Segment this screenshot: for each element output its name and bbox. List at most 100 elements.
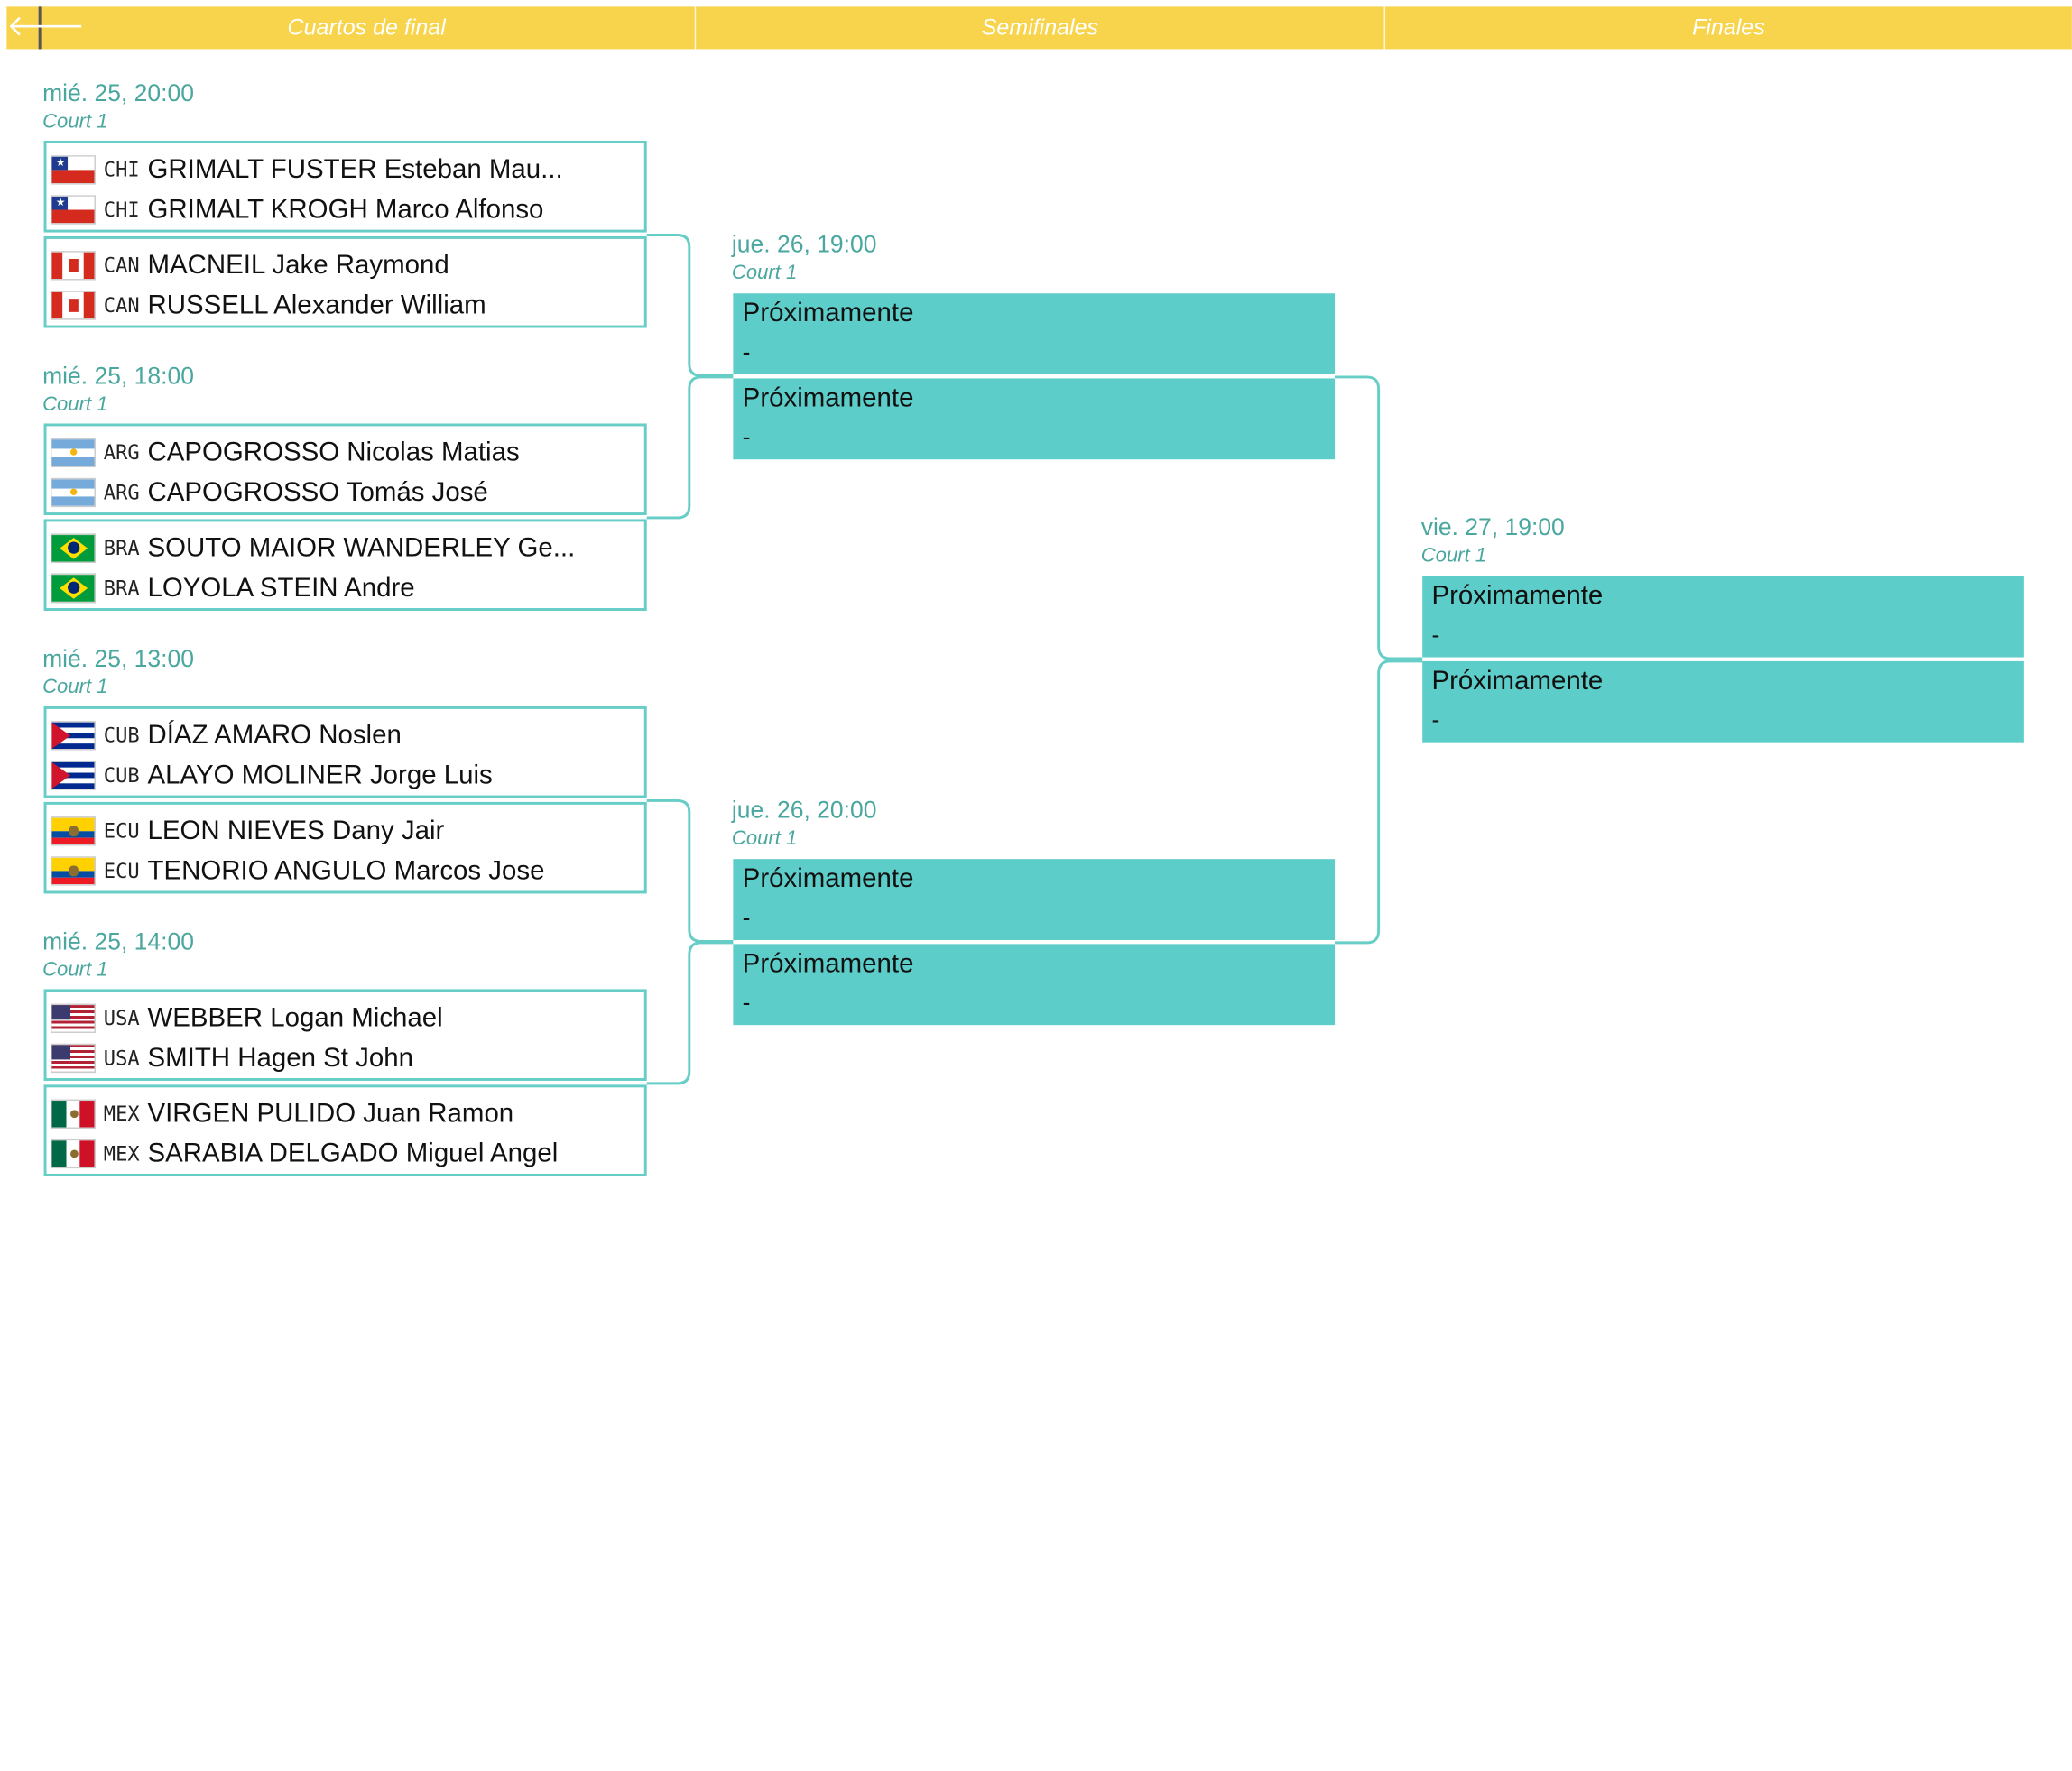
match-date: mié. 25, 14:00 [42, 927, 194, 955]
pending-slot[interactable]: Próximamente - [1422, 576, 2024, 658]
player-row: ARG CAPOGROSSO Nicolas Matias [50, 433, 642, 473]
round-header-bar: 🡐 Cuartos de final Semifinales Finales [6, 6, 2072, 50]
player-name: VIRGEN PULIDO Juan Ramon [147, 1098, 514, 1129]
player-name: DÍAZ AMARO Noslen [147, 720, 402, 750]
pending-slot[interactable]: Próximamente - [733, 944, 1336, 1026]
player-name: ALAYO MOLINER Jorge Luis [147, 760, 493, 789]
round-title-semifinals: Semifinales [981, 14, 1099, 41]
header-divider [1383, 6, 1385, 50]
pending-slot[interactable]: Próximamente - [733, 293, 1336, 375]
match-date: mié. 25, 20:00 [42, 79, 194, 106]
player-row: CAN RUSSELL Alexander William [50, 285, 642, 325]
country-code: MEX [103, 1102, 140, 1127]
match-court: Court 1 [42, 392, 108, 416]
match-court: Court 1 [42, 110, 108, 134]
country-code: BRA [103, 576, 140, 601]
player-name: TENORIO ANGULO Marcos Jose [147, 855, 545, 885]
country-code: ECU [103, 819, 140, 844]
match-court: Court 1 [42, 958, 108, 982]
flag-chile-icon: ★ [50, 155, 96, 185]
country-code: CUB [103, 763, 140, 788]
pending-slot[interactable]: Próximamente - [733, 378, 1336, 460]
team-card[interactable]: MEX VIRGEN PULIDO Juan Ramon MEX SARABIA… [43, 1084, 647, 1176]
team-card[interactable]: ECU LEON NIEVES Dany Jair ECU TENORIO AN… [43, 801, 647, 894]
pending-slot[interactable]: Próximamente - [733, 859, 1336, 940]
pending-slot[interactable]: Próximamente - [1422, 660, 2024, 743]
pending-title: Próximamente [742, 949, 914, 979]
connector-qf3-sf2 [646, 798, 734, 943]
flag-chile-icon: ★ [50, 195, 96, 225]
pending-title: Próximamente [742, 864, 914, 894]
bracket-connectors [646, 234, 1423, 1085]
player-name: LOYOLA STEIN Andre [147, 573, 415, 603]
match-date: mié. 25, 18:00 [42, 362, 194, 390]
player-row: ECU TENORIO ANGULO Marcos Jose [50, 851, 642, 890]
match-date: mié. 25, 13:00 [42, 645, 194, 672]
pending-title: Próximamente [742, 383, 914, 413]
connector-sf1-final [1335, 375, 1423, 660]
flag-mexico-icon [50, 1139, 96, 1169]
team-card[interactable]: USA WEBBER Logan Michael USA SMITH Hagen… [43, 989, 647, 1081]
header-divider [694, 6, 697, 50]
round-title-finals: Finales [1692, 14, 1765, 41]
player-name: SARABIA DELGADO Miguel Angel [147, 1138, 559, 1168]
player-name: GRIMALT KROGH Marco Alfonso [147, 194, 544, 224]
team-card[interactable]: BRA SOUTO MAIOR WANDERLEY Ge... BRA LOYO… [43, 519, 647, 611]
flag-usa-icon [50, 1043, 96, 1074]
pending-title: Próximamente [1431, 666, 1604, 696]
player-name: CAPOGROSSO Tomás José [147, 477, 488, 507]
flag-canada-icon [50, 291, 96, 320]
player-row: USA SMITH Hagen St John [50, 1038, 642, 1078]
player-name: SMITH Hagen St John [147, 1043, 413, 1073]
country-code: USA [103, 1046, 140, 1071]
flag-cuba-icon [50, 761, 96, 790]
flag-ecuador-icon [50, 856, 96, 886]
pending-detail: - [1431, 706, 1440, 733]
flag-brazil-icon [50, 573, 96, 604]
flag-canada-icon [50, 251, 96, 281]
match-court: Court 1 [731, 261, 798, 284]
team-card[interactable]: CUB DÍAZ AMARO Noslen CUB ALAYO MOLINER … [43, 706, 647, 798]
round-title-quarterfinals: Cuartos de final [287, 14, 446, 41]
player-row: ★ CHI GRIMALT KROGH Marco Alfonso [50, 189, 642, 229]
country-code: CHI [103, 198, 140, 222]
player-row: USA WEBBER Logan Michael [50, 999, 642, 1038]
flag-ecuador-icon [50, 816, 96, 846]
connector-sf2-final [1335, 660, 1423, 945]
match-date: vie. 27, 19:00 [1420, 513, 1565, 540]
team-card[interactable]: ARG CAPOGROSSO Nicolas Matias ARG CAPOGR… [43, 423, 647, 516]
team-card[interactable]: CAN MACNEIL Jake Raymond CAN RUSSELL Ale… [43, 235, 647, 328]
flag-argentina-icon [50, 438, 96, 468]
match-date: jue. 26, 20:00 [731, 797, 877, 824]
team-card[interactable]: ★ CHI GRIMALT FUSTER Esteban Mau... ★ CH… [43, 141, 647, 233]
player-row: CUB ALAYO MOLINER Jorge Luis [50, 755, 642, 795]
player-name: RUSSELL Alexander William [147, 290, 486, 319]
country-code: BRA [103, 536, 140, 561]
player-row: ECU LEON NIEVES Dany Jair [50, 811, 642, 851]
player-name: GRIMALT FUSTER Esteban Mau... [147, 154, 563, 184]
flag-mexico-icon [50, 1099, 96, 1129]
match-court: Court 1 [731, 826, 798, 850]
match-court: Court 1 [1420, 544, 1487, 567]
country-code: CAN [103, 293, 140, 318]
country-code: ECU [103, 859, 140, 883]
player-name: MACNEIL Jake Raymond [147, 250, 449, 280]
player-name: SOUTO MAIOR WANDERLEY Ge... [147, 532, 576, 563]
player-name: CAPOGROSSO Nicolas Matias [147, 437, 520, 467]
flag-brazil-icon [50, 533, 96, 564]
country-code: MEX [103, 1141, 140, 1167]
player-row: ★ CHI GRIMALT FUSTER Esteban Mau... [50, 150, 642, 189]
player-row: CAN MACNEIL Jake Raymond [50, 245, 642, 285]
country-code: USA [103, 1006, 140, 1031]
pending-detail: - [742, 338, 751, 365]
player-row: ARG CAPOGROSSO Tomás José [50, 473, 642, 512]
pending-detail: - [742, 904, 751, 931]
connector-qf1-sf1 [646, 234, 734, 377]
country-code: CHI [103, 158, 140, 182]
player-row: MEX VIRGEN PULIDO Juan Ramon [50, 1094, 642, 1134]
match-court: Court 1 [42, 676, 108, 699]
flag-usa-icon [50, 1003, 96, 1033]
player-name: WEBBER Logan Michael [147, 1002, 443, 1033]
pending-title: Próximamente [1431, 581, 1604, 611]
match-date: jue. 26, 19:00 [731, 231, 877, 258]
